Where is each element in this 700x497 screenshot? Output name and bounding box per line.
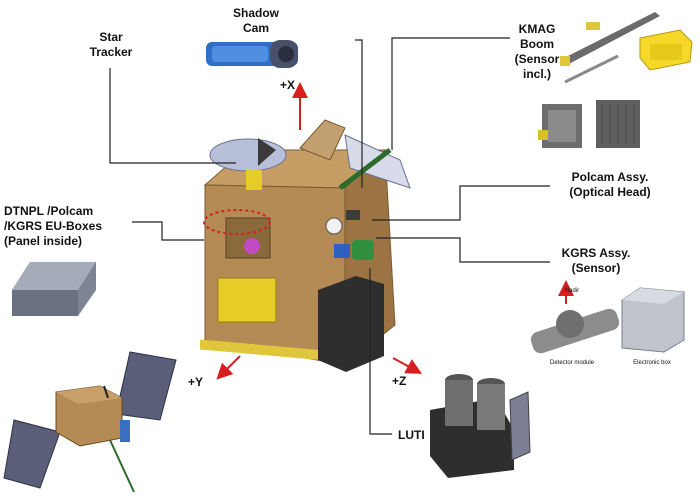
luti-image: [430, 374, 531, 478]
eu-box-image: [12, 262, 96, 316]
eu-box-highlight: [203, 209, 271, 235]
polcam-label: Polcam Assy. (Optical Head): [569, 170, 651, 199]
leader-luti: [369, 268, 392, 435]
kgrs-electronic-label: Electronic box: [633, 360, 671, 366]
polcam-images: [538, 100, 640, 148]
kgrs-nadir-label: Nadir: [564, 288, 580, 294]
x-axis-label: +X: [280, 78, 296, 92]
kgrs-images: [530, 280, 685, 354]
kgrs-label: KGRS Assy. (Sensor): [561, 246, 631, 275]
leader-star-tracker: [109, 68, 236, 164]
star-tracker-label: Star Tracker: [89, 30, 133, 59]
leader-shadowcam: [355, 39, 363, 188]
leader-kgrs: [376, 237, 550, 263]
kmag-boom-label: KMAG Boom (Sensor incl.): [514, 22, 560, 81]
dtnpl-label: DTNPL /Polcam /KGRS EU-Boxes (Panel insi…: [4, 204, 103, 248]
spacecraft-body: [200, 119, 411, 372]
leader-kmag: [391, 37, 510, 150]
shadowcam-label: Shadow Cam: [232, 6, 279, 35]
kmag-boom-image: [560, 12, 693, 84]
kgrs-detector-label: Detector module: [549, 360, 595, 366]
y-axis-arrow: [216, 355, 241, 380]
z-axis-label: +Z: [392, 374, 407, 388]
leader-dtnpl: [132, 221, 204, 241]
leader-polcam: [372, 185, 550, 221]
luti-label: LUTI: [398, 428, 425, 442]
z-axis-arrow: [392, 357, 423, 374]
shadowcam-image: [206, 40, 298, 68]
y-axis-label: +Y: [188, 375, 204, 389]
leader-lines: [109, 37, 550, 435]
small-spacecraft-image: [3, 351, 177, 493]
